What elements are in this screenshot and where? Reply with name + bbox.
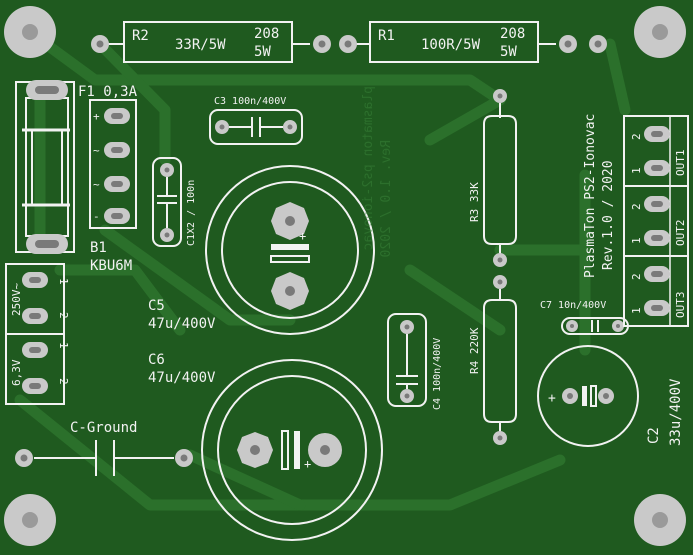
out2-label: OUT2 (674, 220, 687, 247)
out1-pin-2: 2 (630, 133, 643, 140)
out1-label: OUT1 (674, 150, 687, 177)
mirrored-line-1: plasmaton ps2-ionovac (361, 86, 376, 250)
lv-label: 6,3V (10, 359, 23, 386)
r2-ref: R2 (132, 28, 149, 44)
mirrored-bottom-text: plasmaton ps2-ionovac Rev. 1.0 / 2020 (361, 86, 394, 257)
lv-pin-2: 2 (57, 378, 70, 385)
resistor-r2: R2 33R/5W 208 5W (91, 21, 331, 63)
b1-part: KBU6M (90, 258, 132, 274)
out3-pin-1: 1 (630, 307, 643, 314)
b1-ref: B1 (90, 240, 107, 256)
r4-label: R4 220K (468, 327, 481, 374)
c4-label: C4 100n/400V (432, 338, 443, 410)
capacitor-c5: + C5 47u/400V (148, 165, 375, 335)
connector-out2: 2 1 OUT2 (623, 185, 689, 257)
hv-pin-1: 1 (57, 278, 70, 285)
r1-code: 208 (500, 26, 525, 42)
c7-label: C7 10n/400V (540, 300, 606, 311)
out2-pin-2: 2 (630, 203, 643, 210)
capacitor-c6: + C6 47u/400V (148, 352, 383, 541)
fuse-f1: F1 0,3A (15, 80, 138, 254)
svg-text:+: + (299, 229, 306, 243)
b1-pin-2: ~ (93, 144, 100, 157)
c6-value: 47u/400V (148, 370, 216, 386)
resistor-r4: R4 220K (468, 275, 517, 445)
fuse-label: F1 0,3A (78, 84, 138, 100)
hv-label: 250V~ (10, 283, 23, 316)
c3-label: C3 100n/400V (214, 96, 286, 107)
c2-value: 33u/400V (668, 378, 684, 446)
mirrored-line-2: Rev. 1.0 / 2020 (379, 140, 394, 257)
capacitor-c2: + C2 33u/400V (537, 345, 684, 447)
out2-pin-1: 1 (630, 237, 643, 244)
svg-text:+: + (304, 457, 311, 471)
r2-power: 5W (254, 44, 271, 60)
board-title: PlasmaTon PS2-Ionovac Rev.1.0 / 2020 (583, 114, 616, 278)
connector-input-lv: 6,3V 1 2 (5, 333, 70, 405)
r1-ref: R1 (378, 28, 395, 44)
connector-input-hv: 250V~ 1 2 (5, 263, 70, 335)
b1-pin-1: + (93, 110, 100, 123)
out3-pin-2: 2 (630, 273, 643, 280)
c1-label: C1X2 / 100n (186, 180, 197, 246)
hv-pin-2: 2 (57, 312, 70, 319)
r1-power: 5W (500, 44, 517, 60)
r2-value: 33R/5W (175, 37, 226, 53)
out1-pin-1: 1 (630, 167, 643, 174)
lv-pin-1: 1 (57, 342, 70, 349)
b1-pin-4: - (93, 210, 100, 223)
resistor-r3: R3 33K (468, 89, 517, 267)
connector-out1: 2 1 OUT1 (623, 115, 689, 187)
resistor-r1: R1 100R/5W 208 5W (339, 21, 607, 63)
bridge-rectifier-b1: + ~ ~ - B1 KBU6M (89, 99, 137, 274)
capacitor-c-ground: C-Ground (15, 420, 193, 476)
mounting-holes (4, 6, 686, 546)
svg-text:+: + (548, 391, 556, 406)
capacitor-c3: C3 100n/400V (209, 96, 303, 145)
c6-ref: C6 (148, 352, 165, 368)
title-line-1: PlasmaTon PS2-Ionovac (583, 114, 598, 278)
r3-label: R3 33K (468, 182, 481, 222)
title-line-2: Rev.1.0 / 2020 (601, 160, 616, 270)
r2-code: 208 (254, 26, 279, 42)
out3-label: OUT3 (674, 292, 687, 319)
c-ground-label: C-Ground (70, 420, 137, 436)
capacitor-c4: C4 100n/400V (387, 313, 443, 410)
r1-value: 100R/5W (421, 37, 481, 53)
capacitor-c1: C1X2 / 100n (152, 157, 197, 247)
connector-out3: 2 1 OUT3 (623, 255, 689, 327)
b1-pin-3: ~ (93, 178, 100, 191)
c2-ref: C2 (646, 427, 662, 444)
c5-value: 47u/400V (148, 316, 216, 332)
c5-ref: C5 (148, 298, 165, 314)
